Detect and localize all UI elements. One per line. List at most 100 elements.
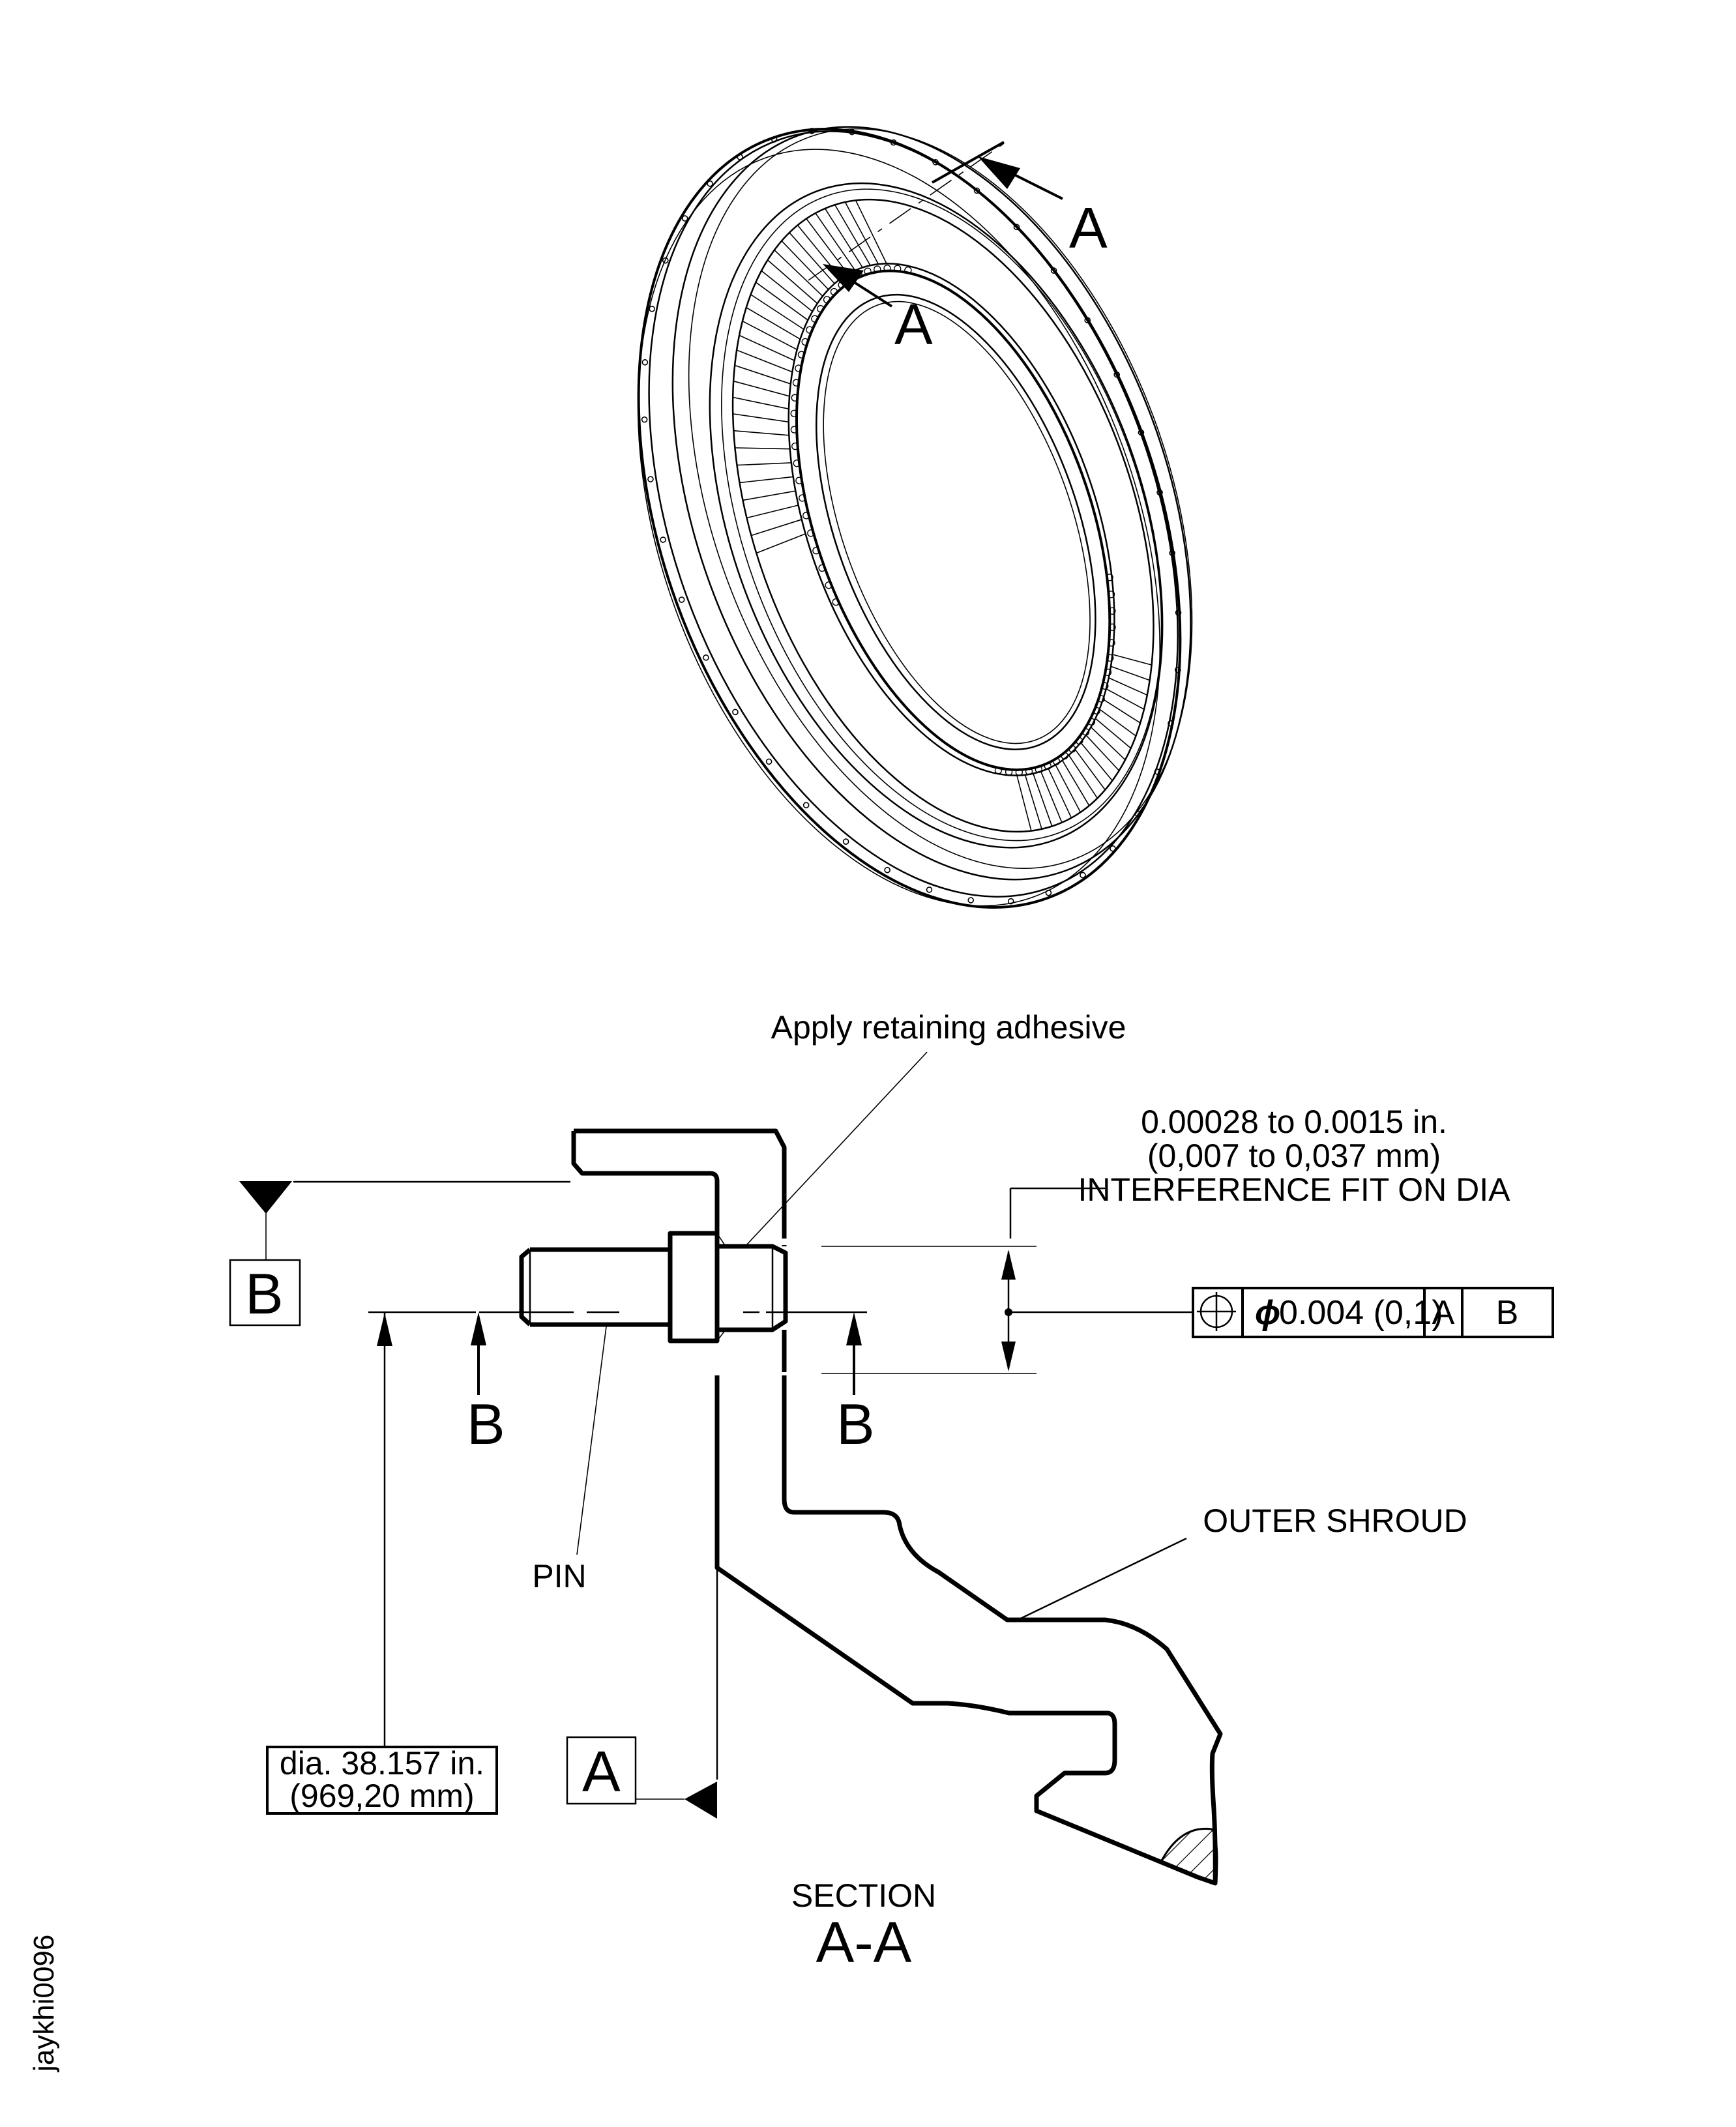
bolt-hole	[1113, 371, 1121, 378]
datum-b-label: B	[245, 1261, 284, 1326]
inner-ring-hole	[1081, 728, 1090, 736]
view-arrow-b-left: B	[467, 1312, 505, 1456]
inner-ring-hole	[1108, 639, 1115, 647]
bolt-hole	[660, 536, 666, 543]
vane-blade	[1085, 735, 1120, 771]
ring-outer-rim-4	[688, 128, 1193, 869]
vane-blade	[1068, 754, 1098, 799]
inner-ring-hole	[817, 304, 825, 313]
vane-blade	[834, 204, 871, 266]
fcf-datum-a: A	[1432, 1294, 1455, 1332]
inner-ring-hole	[830, 287, 838, 296]
vane-blade	[751, 519, 802, 536]
ring-outer-rim-2	[648, 130, 1179, 898]
vane-blade	[739, 476, 793, 484]
inner-ring-hole	[807, 529, 815, 537]
bolt-hole	[681, 215, 688, 222]
bolt-hole	[703, 654, 709, 661]
vane-blade	[774, 249, 823, 297]
datum-a-label: A	[582, 1739, 621, 1804]
inner-ring-hole	[1061, 752, 1068, 760]
bolt-hole	[707, 180, 713, 187]
bolt-hole	[842, 838, 849, 845]
bolt-hole	[1168, 720, 1174, 727]
inner-ring-hole	[1104, 668, 1112, 677]
vane-blade	[781, 240, 829, 290]
inner-ring-hole	[883, 264, 891, 272]
bolt-hole	[1134, 810, 1141, 817]
vane-blade	[815, 213, 856, 271]
vane-blade	[767, 259, 818, 304]
bolt-hole	[932, 159, 939, 166]
bolt-hole	[641, 416, 648, 423]
isometric-ring-view	[637, 126, 1193, 909]
bolt-hole	[641, 359, 649, 366]
vane-blade	[1102, 699, 1141, 724]
vane-blade	[735, 447, 790, 450]
inner-ring-hole	[1076, 737, 1083, 745]
bolt-hole	[678, 596, 685, 603]
inner-ring-hole	[818, 564, 826, 572]
vane-blade	[746, 307, 801, 340]
vane-blade	[1106, 688, 1145, 710]
vane-blade	[844, 201, 879, 265]
inner-ring-hole	[1035, 765, 1042, 773]
inner-ring-hole	[825, 581, 832, 589]
section-a-a: B B B A dia. 38.157 in.	[229, 1009, 1554, 1974]
vane-blade	[733, 396, 789, 410]
vane-blade	[1110, 666, 1150, 681]
outer-shroud-label: OUTER SHROUD	[1203, 1503, 1467, 1539]
inner-ring-hole	[802, 512, 810, 520]
view-marker-b-left: B	[467, 1392, 505, 1456]
vane-blade	[824, 208, 863, 268]
bolt-hole	[765, 758, 772, 765]
inner-ring-hole	[1005, 768, 1013, 776]
section-title: SECTION	[791, 1877, 936, 1914]
inner-ring-hole	[1108, 607, 1116, 615]
outer-shroud-callout: OUTER SHROUD	[1013, 1503, 1467, 1623]
vane-blade	[734, 364, 791, 385]
bolt-hole	[808, 128, 816, 134]
inner-ring-hole	[791, 394, 799, 402]
inner-ring-hole	[801, 338, 809, 346]
bolt-hole	[1084, 317, 1091, 323]
figure-id: jaykhi0096	[28, 1935, 60, 2073]
bolt-hole	[1175, 609, 1182, 616]
inner-ring-hole	[1044, 762, 1052, 770]
bolt-hole	[884, 866, 890, 873]
vane-blade	[1033, 773, 1053, 827]
bolt-hole	[1156, 489, 1163, 496]
ring-casing-front	[637, 149, 1160, 907]
bolt-hole	[973, 187, 980, 194]
position-icon	[1197, 1292, 1236, 1331]
inner-ring-hole	[1107, 591, 1115, 598]
fcf-tolerance: 0.004 (0,1)	[1279, 1294, 1443, 1332]
section-name: A-A	[816, 1910, 912, 1974]
vane-blade	[746, 505, 799, 519]
vane-blade	[736, 349, 793, 373]
inner-ring-hole	[823, 296, 831, 304]
inner-ring-hole	[791, 442, 799, 450]
inner-ring-hole	[1106, 654, 1114, 662]
vane-blades	[733, 200, 1152, 831]
ring-outer-rim	[637, 128, 1182, 909]
vane-blade	[1040, 771, 1063, 823]
bolt-hole	[737, 154, 743, 160]
inner-ring-hole	[1093, 707, 1101, 715]
pin-label: PIN	[532, 1558, 586, 1594]
pin	[519, 1231, 788, 1343]
bolt-hole	[1007, 898, 1014, 905]
vane-blade	[733, 430, 789, 436]
section-hatch	[1158, 1827, 1218, 1885]
inner-ring-hole	[806, 326, 814, 334]
inner-ring-hole	[1097, 695, 1105, 703]
bolt-hole	[1013, 224, 1020, 231]
vane-blade	[756, 533, 806, 554]
vane-blade	[1055, 764, 1081, 813]
inner-ring-hole	[812, 547, 820, 555]
bolt-hole	[647, 476, 654, 482]
feature-control-frame: ϕ 0.004 (0,1) A B	[1192, 1287, 1554, 1338]
view-marker-b-right: B	[836, 1392, 875, 1456]
bolt-hole	[849, 128, 855, 136]
